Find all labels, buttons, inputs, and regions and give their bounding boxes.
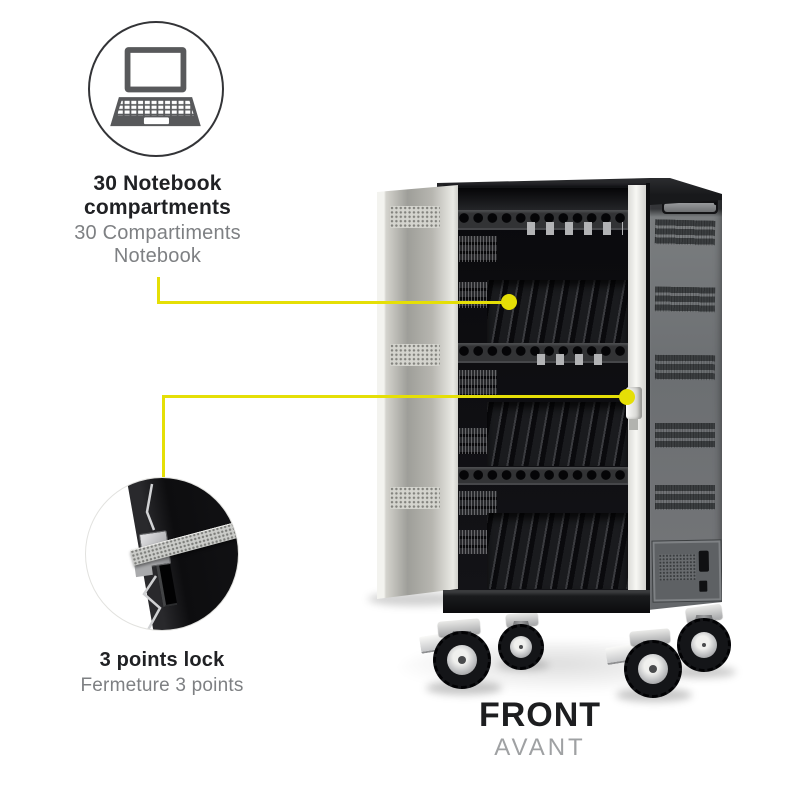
side-handle-bar <box>664 203 716 212</box>
caster-wheel-rear-left <box>498 624 544 670</box>
lock-subtitle: Fermeture 3 points <box>80 675 244 696</box>
compartments-title-line2: compartments <box>83 196 232 219</box>
power-port <box>699 580 708 592</box>
cart-side-panel <box>648 183 722 610</box>
interior-wall-vent <box>459 370 497 396</box>
side-vent <box>655 423 715 448</box>
avant-label: AVANT <box>494 734 586 761</box>
cart-open-door <box>377 185 458 599</box>
side-vent <box>654 354 716 381</box>
screw-icon <box>714 202 717 205</box>
front-label: FRONT <box>478 696 602 734</box>
side-vent <box>654 219 716 246</box>
callout-line-compartments-horizontal <box>157 301 509 304</box>
power-panel <box>652 540 722 602</box>
callout-line-lock-vertical <box>162 395 165 480</box>
cart-bottom-sill <box>443 590 650 613</box>
power-panel-mesh <box>658 553 697 581</box>
usb-plugs-row2 <box>537 354 613 365</box>
callout-dot-lock <box>619 389 635 405</box>
callout-line-lock-horizontal <box>162 395 628 398</box>
laptop-icon <box>110 47 201 127</box>
side-vent <box>654 286 716 313</box>
compartment-dividers-shelf3 <box>487 513 628 589</box>
wheel-hub <box>458 656 466 664</box>
compartments-title: 30 Notebook compartments <box>40 172 275 220</box>
interior-wall-vent <box>459 236 497 262</box>
compartment-dividers-shelf1 <box>487 280 628 343</box>
cart-interior <box>457 210 628 590</box>
caster-wheel-front-right <box>624 640 682 698</box>
lock-photo-circle <box>85 477 239 631</box>
interior-wall-vent <box>459 491 497 515</box>
wheel-hub <box>519 645 523 649</box>
caster-wheel-front-left <box>433 631 491 689</box>
side-vent <box>655 485 715 510</box>
front-top-band <box>457 188 628 210</box>
wheel-shadow <box>670 666 736 678</box>
power-port <box>698 550 710 572</box>
callout-dot-compartments <box>501 294 517 310</box>
caster-wheel-rear-right <box>677 618 731 672</box>
callout-line-compartments-vertical <box>157 277 160 304</box>
usb-plugs-row1 <box>527 222 623 235</box>
door-vent <box>390 487 440 509</box>
lock-photo-rod <box>142 483 162 630</box>
laptop-circle <box>88 21 224 157</box>
door-vent <box>390 344 440 366</box>
compartments-subtitle-line1: 30 Compartiments <box>74 222 241 244</box>
cart-lock-latch-tab <box>629 419 638 430</box>
wheel-hub <box>702 643 706 647</box>
wheel-hub <box>649 665 657 673</box>
cart-front-corner <box>646 183 650 613</box>
compartments-subtitle-line2: Notebook <box>113 245 202 267</box>
lock-title: 3 points lock <box>99 649 225 671</box>
shelf-rail-3 <box>457 467 628 485</box>
door-vent <box>390 206 440 228</box>
compartments-title-line1: 30 Notebook <box>93 172 222 195</box>
compartment-dividers-shelf2 <box>487 402 628 466</box>
compartments-subtitle: 30 Compartiments Notebook <box>40 222 275 268</box>
